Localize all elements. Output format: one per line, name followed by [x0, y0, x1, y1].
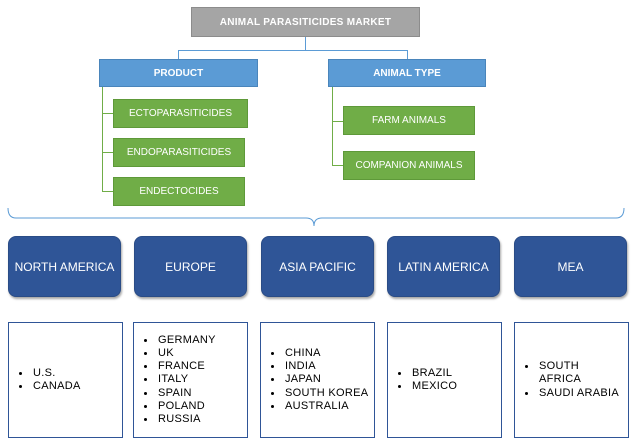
country: CHINA: [283, 347, 368, 360]
country: AUSTRALIA: [283, 400, 368, 413]
region-asia-pacific: ASIA PACIFIC: [261, 236, 374, 297]
country-list-asia-pacific: CHINA INDIA JAPAN SOUTH KOREA AUSTRALIA: [260, 322, 375, 438]
animal-type-item: FARM ANIMALS: [343, 106, 475, 135]
country-list-north-america: U.S. CANADA: [8, 322, 123, 438]
country: UK: [156, 347, 216, 360]
product-item: ENDECTOCIDES: [113, 177, 245, 206]
country: SPAIN: [156, 387, 216, 400]
country: U.S.: [31, 367, 81, 380]
category-product: PRODUCT: [99, 59, 258, 87]
region-europe: EUROPE: [134, 236, 247, 297]
region-north-america: NORTH AMERICA: [8, 236, 121, 297]
product-item: ENDOPARASITICIDES: [113, 138, 245, 167]
country: GERMANY: [156, 334, 216, 347]
country: POLAND: [156, 400, 216, 413]
country-list-mea: SOUTH AFRICA SAUDI ARABIA: [514, 322, 629, 438]
country: SOUTH KOREA: [283, 387, 368, 400]
market-title: ANIMAL PARASITICIDES MARKET: [191, 7, 420, 37]
region-mea: MEA: [514, 236, 627, 297]
country: ITALY: [156, 373, 216, 386]
category-animal-type: ANIMAL TYPE: [328, 59, 486, 87]
country: RUSSIA: [156, 413, 216, 426]
country: SAUDI ARABIA: [537, 387, 619, 400]
country: FRANCE: [156, 360, 216, 373]
country-list-latin-america: BRAZIL MEXICO: [387, 322, 502, 438]
region-latin-america: LATIN AMERICA: [387, 236, 500, 297]
animal-type-item: COMPANION ANIMALS: [343, 151, 475, 180]
country: BRAZIL: [410, 367, 457, 380]
country: SOUTH AFRICA: [537, 360, 601, 386]
country: JAPAN: [283, 373, 368, 386]
country: MEXICO: [410, 380, 457, 393]
country: INDIA: [283, 360, 368, 373]
country: CANADA: [31, 380, 81, 393]
product-item: ECTOPARASITICIDES: [113, 99, 248, 128]
country-list-europe: GERMANY UK FRANCE ITALY SPAIN POLAND RUS…: [133, 322, 248, 438]
